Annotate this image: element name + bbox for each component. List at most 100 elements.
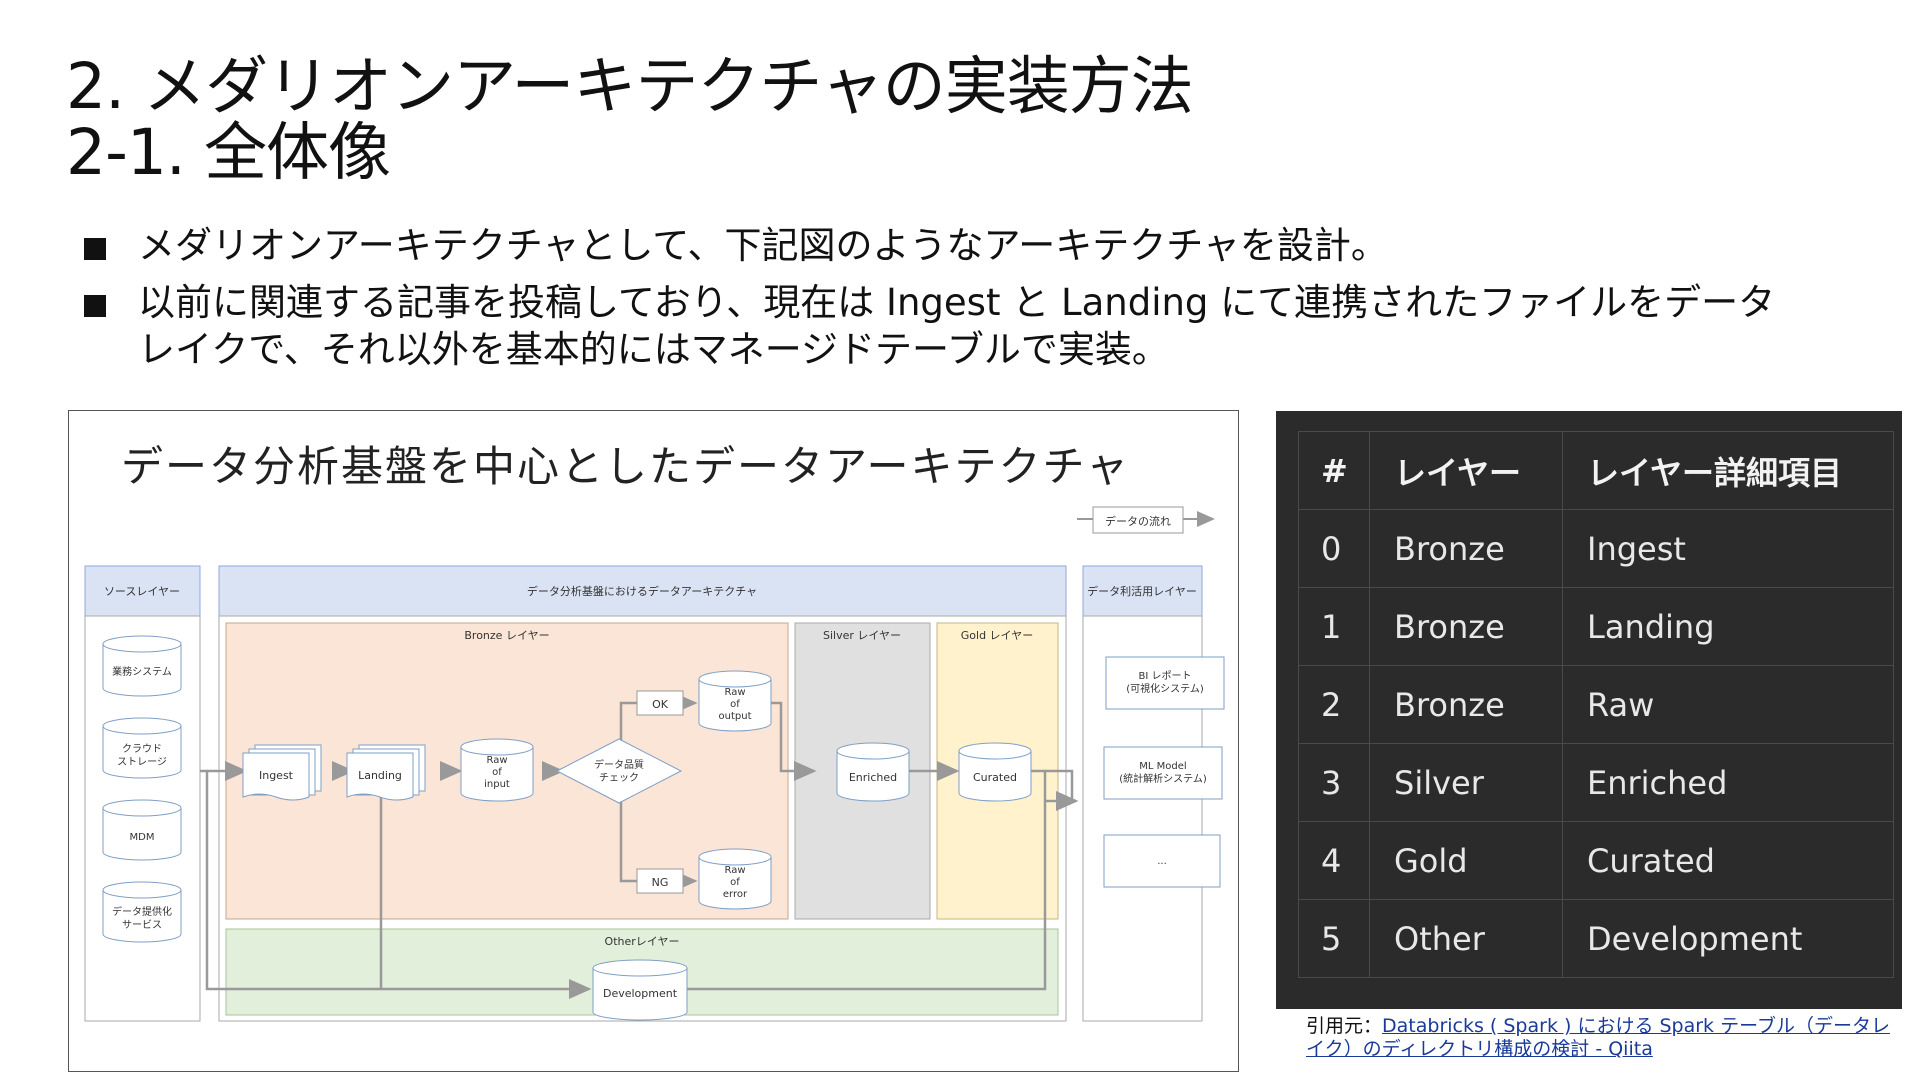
platform-header: データ分析基盤におけるデータアーキテクチャ bbox=[527, 584, 757, 598]
svg-text:...: ... bbox=[1157, 856, 1167, 867]
cell-number: 1 bbox=[1298, 587, 1370, 666]
ingest-node: Ingest bbox=[242, 744, 322, 801]
cell-detail: Landing bbox=[1562, 587, 1894, 666]
svg-text:MDM: MDM bbox=[130, 832, 155, 843]
raw-input-node: Raw of input bbox=[460, 738, 534, 802]
title-line-1: 2. メダリオンアーキテクチャの実装方法 bbox=[66, 50, 1194, 123]
usage-item-more: ... bbox=[1103, 834, 1221, 888]
svg-text:Ingest: Ingest bbox=[259, 769, 294, 782]
svg-text:output: output bbox=[719, 711, 752, 722]
cell-layer: Bronze bbox=[1369, 587, 1563, 666]
table-row: 0 Bronze Ingest bbox=[1298, 509, 1894, 588]
ok-label: OK bbox=[636, 690, 684, 716]
usage-layer-header: データ利活用レイヤー bbox=[1087, 584, 1197, 598]
bronze-label: Bronze レイヤー bbox=[464, 629, 549, 642]
cell-layer: Bronze bbox=[1369, 509, 1563, 588]
cell-layer: Silver bbox=[1369, 743, 1563, 822]
svg-text:ストレージ: ストレージ bbox=[117, 757, 167, 768]
usage-item-bi: BI レポート (可視化システム) bbox=[1105, 656, 1225, 710]
bullet-text: メダリオンアーキテクチャとして、下記図のようなアーキテクチャを設計。 bbox=[138, 224, 1388, 267]
usage-item-ml: ML Model (統計解析システム) bbox=[1103, 746, 1223, 800]
other-label: Otherレイヤー bbox=[605, 935, 680, 948]
svg-text:OK: OK bbox=[652, 698, 669, 711]
enriched-node: Enriched bbox=[836, 742, 910, 802]
column-header-number: # bbox=[1298, 431, 1370, 510]
svg-text:(可視化システム): (可視化システム) bbox=[1126, 682, 1204, 695]
square-bullet-icon bbox=[84, 295, 106, 317]
layer-table-panel: # レイヤー レイヤー詳細項目 0 Bronze Ingest 1 Bronze… bbox=[1276, 411, 1902, 1009]
cell-number: 2 bbox=[1298, 665, 1370, 744]
quality-check-node: データ品質 チェック bbox=[555, 738, 683, 804]
cell-detail: Curated bbox=[1562, 821, 1894, 900]
svg-text:ML Model: ML Model bbox=[1139, 761, 1186, 772]
layer-table: # レイヤー レイヤー詳細項目 0 Bronze Ingest 1 Bronze… bbox=[1298, 431, 1894, 978]
silver-label: Silver レイヤー bbox=[823, 629, 901, 642]
diagram-title: データ分析基盤を中心としたデータアーキテクチャ bbox=[121, 442, 1131, 491]
svg-text:サービス: サービス bbox=[122, 919, 162, 931]
svg-text:Raw: Raw bbox=[724, 687, 745, 698]
source-layer-header: ソースレイヤー bbox=[104, 585, 180, 598]
table-header-row: # レイヤー レイヤー詳細項目 bbox=[1298, 431, 1894, 510]
svg-text:input: input bbox=[484, 779, 510, 790]
bullet-item: 以前に関連する記事を投稿しており、現在は Ingest と Landing にて… bbox=[84, 279, 1784, 373]
cell-number: 5 bbox=[1298, 899, 1370, 978]
svg-text:BI レポート: BI レポート bbox=[1139, 670, 1192, 682]
gold-label: Gold レイヤー bbox=[961, 629, 1033, 642]
legend-label: データの流れ bbox=[1105, 514, 1171, 528]
bullet-list: メダリオンアーキテクチャとして、下記図のようなアーキテクチャを設計。 以前に関連… bbox=[84, 222, 1784, 383]
source-db-1: 業務システム bbox=[102, 635, 182, 697]
cell-detail: Development bbox=[1562, 899, 1894, 978]
svg-text:データ提供化: データ提供化 bbox=[112, 905, 172, 918]
cell-number: 3 bbox=[1298, 743, 1370, 822]
legend: データの流れ bbox=[1077, 506, 1215, 534]
cell-number: 4 bbox=[1298, 821, 1370, 900]
bullet-item: メダリオンアーキテクチャとして、下記図のようなアーキテクチャを設計。 bbox=[84, 222, 1784, 269]
cell-number: 0 bbox=[1298, 509, 1370, 588]
svg-text:Enriched: Enriched bbox=[849, 771, 897, 784]
column-header-layer: レイヤー bbox=[1369, 431, 1563, 510]
table-row: 5 Other Development bbox=[1298, 899, 1894, 978]
svg-text:of: of bbox=[730, 877, 740, 888]
table-row: 1 Bronze Landing bbox=[1298, 587, 1894, 666]
svg-text:クラウド: クラウド bbox=[122, 743, 162, 755]
square-bullet-icon bbox=[84, 238, 106, 260]
table-row: 4 Gold Curated bbox=[1298, 821, 1894, 900]
svg-text:(統計解析システム): (統計解析システム) bbox=[1119, 772, 1207, 785]
cell-layer: Other bbox=[1369, 899, 1563, 978]
curated-node: Curated bbox=[958, 742, 1032, 802]
source-layer: ソースレイヤー bbox=[84, 565, 201, 1022]
citation-link[interactable]: Databricks ( Spark ) における Spark テーブル（データ… bbox=[1306, 1015, 1890, 1060]
cell-detail: Enriched bbox=[1562, 743, 1894, 822]
svg-text:Raw: Raw bbox=[486, 755, 507, 766]
svg-text:データ品質: データ品質 bbox=[594, 758, 644, 771]
raw-output-node: Raw of output bbox=[698, 670, 772, 732]
development-node: Development bbox=[592, 959, 688, 1021]
cell-detail: Ingest bbox=[1562, 509, 1894, 588]
table-row: 2 Bronze Raw bbox=[1298, 665, 1894, 744]
svg-text:Landing: Landing bbox=[358, 769, 402, 782]
svg-text:業務システム: 業務システム bbox=[112, 665, 172, 678]
svg-text:Development: Development bbox=[603, 987, 678, 1000]
citation: 引用元：Databricks ( Spark ) における Spark テーブル… bbox=[1306, 1015, 1906, 1061]
bullet-text: 以前に関連する記事を投稿しており、現在は Ingest と Landing にて… bbox=[138, 281, 1776, 371]
column-header-detail: レイヤー詳細項目 bbox=[1562, 431, 1894, 510]
svg-text:of: of bbox=[492, 767, 502, 778]
diagram-canvas: データの流れ ソースレイヤー データ分析基盤におけるデータアーキテクチャ データ… bbox=[84, 506, 1225, 1022]
cell-detail: Raw bbox=[1562, 665, 1894, 744]
raw-error-node: Raw of error bbox=[698, 848, 772, 910]
svg-text:of: of bbox=[730, 699, 740, 710]
table-row: 3 Silver Enriched bbox=[1298, 743, 1894, 822]
svg-text:チェック: チェック bbox=[599, 772, 639, 784]
landing-node: Landing bbox=[346, 744, 426, 801]
source-db-4: データ提供化 サービス bbox=[102, 881, 182, 943]
architecture-diagram: データ分析基盤を中心としたデータアーキテクチャ データの流れ ソースレイヤー デ… bbox=[68, 410, 1239, 1072]
svg-text:error: error bbox=[723, 889, 748, 900]
source-db-2: クラウド ストレージ bbox=[102, 717, 182, 779]
cell-layer: Bronze bbox=[1369, 665, 1563, 744]
cell-layer: Gold bbox=[1369, 821, 1563, 900]
svg-text:Curated: Curated bbox=[973, 771, 1017, 784]
title-line-2: 2-1. 全体像 bbox=[66, 116, 391, 189]
citation-prefix: 引用元： bbox=[1306, 1015, 1383, 1037]
svg-text:Raw: Raw bbox=[724, 865, 745, 876]
source-db-3: MDM bbox=[102, 799, 182, 861]
